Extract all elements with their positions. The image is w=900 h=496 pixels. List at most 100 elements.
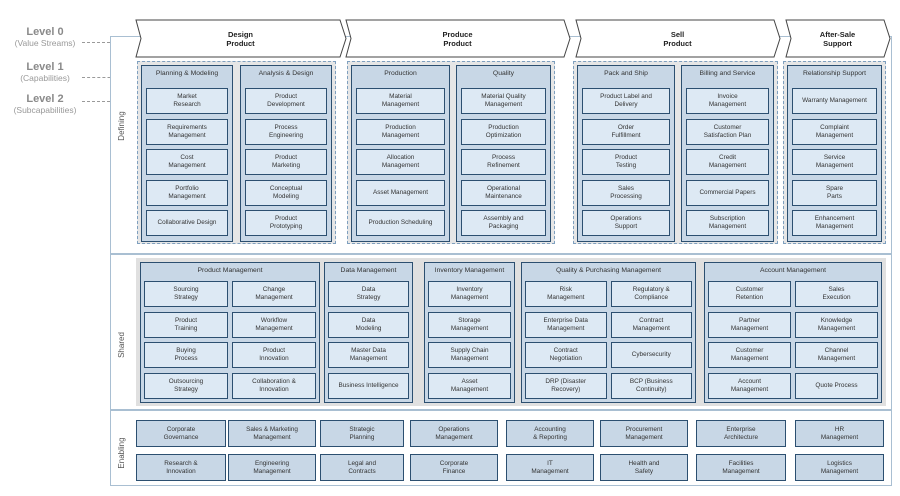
capability-title: Inventory Management [434,267,505,274]
enabling-box: IT Management [506,454,594,481]
subcapability-box: Sales Execution [795,281,878,307]
subcapability-box: Enterprise Data Management [525,311,607,338]
capability-title: Planning & Modeling [155,70,219,77]
level-0-title: Level 0 [26,26,64,38]
subcapability-box: Customer Retention [708,281,791,307]
value-stream-2-label: Produce Product [442,29,473,48]
enabling-box: Health and Safety [600,454,688,481]
subcapability-box: DRP (Disaster Recovery) [525,372,607,399]
enabling-box: Logistics Management [795,454,884,481]
subcapability-box: Operations Support [582,210,670,237]
subcapability-box: Knowledge Management [795,311,878,338]
subcapability-box: Product Development [245,88,327,114]
subcapability-box: Material Management [356,88,445,114]
subcapability-box: Asset Management [356,179,445,206]
subcapability-box: Production Management [356,118,445,145]
enabling-box: HR Management [795,420,884,447]
value-stream-3-label: Sell Product [663,29,692,48]
subcapability-box: Product Label and Delivery [582,88,670,114]
enabling-box: Research & Innovation [136,454,226,481]
subcapability-box: Asset Management [428,372,511,399]
capability-title: Analysis & Design [258,70,314,77]
capability-title: Quality & Purchasing Management [555,267,662,274]
value-stream-4-shape [785,19,891,58]
subcapability-box: Outsourcing Strategy [144,372,228,399]
subcapability-box: Data Strategy [328,281,409,307]
subcapability-box: Portfolio Management [146,179,228,206]
subcapability-box: Product Marketing [245,149,327,176]
subcapability-box: Collaboration & Innovation [232,372,316,399]
subcapability-box: BCP (Business Continuity) [610,372,692,399]
capability-title: Product Management [197,267,263,274]
subcapability-box: Conceptual Modeling [245,179,327,206]
value-stream-2-shape [345,19,571,58]
level-2-subtitle: (Subcapabilities) [13,105,77,115]
subcapability-box: Collaborative Design [146,210,228,237]
capability-title: Pack and Ship [604,70,648,77]
subcapability-box: Spare Parts [792,179,877,206]
subcapability-box: Product Training [144,311,228,338]
enabling-label: Enabling [117,437,126,469]
subcapability-box: Complaint Management [792,118,877,145]
enabling-box: Enterprise Architecture [696,420,786,447]
enabling-box: Sales & Marketing Management [228,420,316,447]
capability-title: Relationship Support [802,70,867,77]
value-stream-4-label: After-Sale Support [819,29,856,48]
value-stream-1-label: Design Product [226,29,255,48]
enabling-box: Accounting & Reporting [506,420,594,447]
enabling-box: Facilities Management [696,454,786,481]
subcapability-box: Invoice Management [686,88,769,114]
subcapability-box: Workflow Management [232,311,316,338]
subcapability-box: Credit Management [686,149,769,176]
subcapability-box: Allocation Management [356,149,445,176]
enabling-box: Legal and Contracts [320,454,404,481]
subcapability-box: Quote Process [795,372,878,399]
subcapability-box: Regulatory & Compliance [610,281,692,307]
subcapability-box: Change Management [232,281,316,307]
subcapability-box: Commercial Papers [686,179,769,206]
enabling-box: Corporate Finance [410,454,498,481]
subcapability-box: Subscription Management [686,210,769,237]
subcapability-box: Process Engineering [245,118,327,145]
subcapability-box: Customer Satisfaction Plan [686,118,769,145]
subcapability-box: Service Management [792,149,877,176]
subcapability-box: Market Research [146,88,228,114]
subcapability-box: Process Refinement [461,149,546,176]
subcapability-box: Channel Management [795,342,878,369]
subcapability-box: Enhancement Management [792,210,877,237]
subcapability-box: Material Quality Management [461,88,546,114]
subcapability-box: Production Scheduling [356,210,445,237]
enabling-box: Operations Management [410,420,498,447]
enabling-box: Engineering Management [228,454,316,481]
subcapability-box: Risk Management [525,281,607,307]
enabling-box: Strategic Planning [320,420,404,447]
subcapability-box: Requirements Management [146,118,228,145]
subcapability-box: Supply Chain Management [428,342,511,369]
subcapability-box: Customer Management [708,342,791,369]
subcapability-box: Cost Management [146,149,228,176]
enabling-box: Corporate Governance [136,420,226,447]
subcapability-box: Order Fulfillment [582,118,670,145]
subcapability-box: Warranty Management [792,88,877,114]
value-stream-3-shape [575,19,781,58]
subcapability-box: Production Optimization [461,118,546,145]
level-1-subtitle: (Capabilities) [20,73,70,83]
shared-label: Shared [117,332,126,358]
subcapability-box: Business Intelligence [328,372,409,399]
subcapability-box: Data Modeling [328,311,409,338]
value-stream-1-shape [135,19,347,58]
subcapability-box: Account Management [708,372,791,399]
level-1-title: Level 1 [26,61,64,73]
subcapability-box: Sourcing Strategy [144,281,228,307]
enabling-box: Procurement Management [600,420,688,447]
subcapability-box: Assembly and Packaging [461,210,546,237]
level-2-title: Level 2 [26,93,64,105]
capability-title: Production [384,70,417,77]
capability-title: Account Management [759,267,827,274]
subcapability-box: Product Prototyping [245,210,327,237]
value-stream-chevrons [135,19,891,58]
level-0-connector [82,42,130,43]
subcapability-box: Product Testing [582,149,670,176]
subcapability-box: Storage Management [428,311,511,338]
